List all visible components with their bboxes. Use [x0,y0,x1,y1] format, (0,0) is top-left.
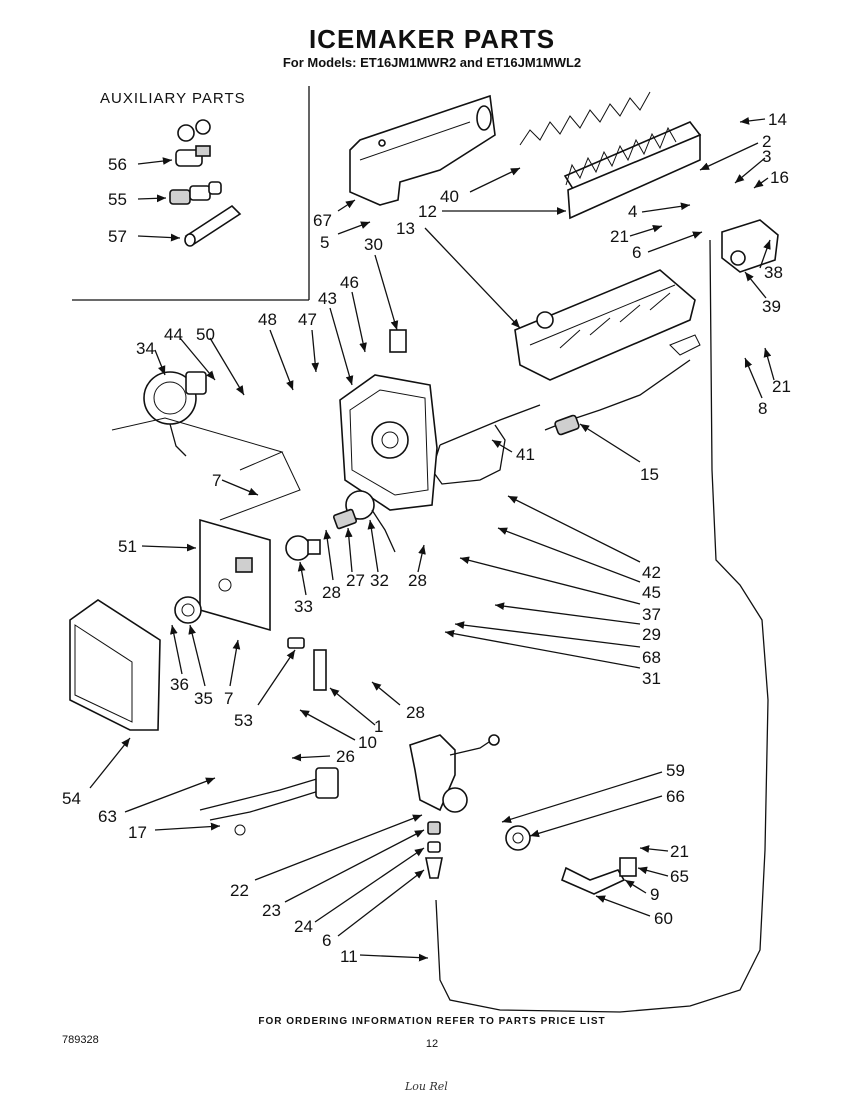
part-label: 60 [654,909,673,928]
housing-43 [339,374,438,511]
part-label: 28 [322,583,341,602]
part-label: 46 [340,273,359,292]
gear-33 [285,535,321,561]
part-label: 24 [294,917,313,936]
part-label: 37 [642,605,661,624]
part-label: 28 [408,571,427,590]
part-label: 21 [610,227,629,246]
part-label: 27 [346,571,365,590]
part-label: 44 [164,325,183,344]
wiring-lines [111,417,301,521]
part-label: 48 [258,310,277,329]
part-label: 8 [758,399,767,418]
fill-tube-60 [561,857,637,895]
part-label: 26 [336,747,355,766]
part-label: 10 [358,733,377,752]
cover-54 [69,599,161,731]
part-label: 59 [666,761,685,780]
leader-lines [89,117,775,962]
part-label: 63 [98,807,117,826]
part-number-labels: 56 55 57 67 5 30 13 40 12 14 2 3 16 4 21… [62,110,791,966]
part-label: 28 [406,703,425,722]
part-label: 3 [762,147,771,166]
part-label: 9 [650,885,659,904]
part-label: 7 [212,471,221,490]
shutoff-arm-53 [287,637,327,691]
part-label: 55 [108,190,127,209]
part-label: 5 [320,233,329,252]
part-label: 35 [194,689,213,708]
part-label: 54 [62,789,81,808]
part-label: 4 [628,202,637,221]
part-label: 34 [136,339,155,358]
ordering-note: FOR ORDERING INFORMATION REFER TO PARTS … [258,1016,606,1027]
water-valve-22 [409,734,500,813]
ice-mold-13 [514,269,701,381]
part-label: 1 [374,717,383,736]
part-label: 38 [764,263,783,282]
part-label: 14 [768,110,787,129]
page-number: 12 [425,1038,439,1050]
timing-gear-35 [174,596,202,624]
models-subtitle: For Models: ET16JM1MWR2 and ET16JM1MWL2 [282,55,582,70]
part-label: 13 [396,219,415,238]
part-label: 12 [418,202,437,221]
thermostat-15 [544,359,691,436]
part-label: 29 [642,625,661,644]
wiring-harness-17 [199,767,339,836]
motor-34 [143,371,207,457]
part-label: 17 [128,823,147,842]
part-label: 23 [262,901,281,920]
part-label: 2 [762,132,771,151]
part-label: 45 [642,583,661,602]
part-label: 30 [364,235,383,254]
part-label: 51 [118,537,137,556]
auxiliary-fitting-56 [175,119,211,167]
ice-stripper-12 [519,91,702,220]
mounting-bracket-67 [349,94,496,206]
water-tube [435,239,769,1013]
part-label: 11 [340,947,358,966]
part-label: 7 [224,689,233,708]
part-label: 50 [196,325,215,344]
part-label: 43 [318,289,337,308]
part-label: 6 [322,931,331,950]
grommet-66 [505,825,531,851]
fitting-23-24-6 [425,821,443,879]
part-label: 53 [234,711,253,730]
auxiliary-box-border [72,86,310,301]
part-label: 33 [294,597,313,616]
part-label: 40 [440,187,459,206]
part-label: 41 [516,445,535,464]
document-code: 789328 [62,1034,99,1046]
switch-30 [389,329,407,353]
bearing-38 [721,219,779,273]
part-label: 56 [108,155,127,174]
part-label: 42 [642,563,661,582]
part-label: 16 [770,168,789,187]
part-label: 15 [640,465,659,484]
part-label: 47 [298,310,317,329]
part-label: 57 [108,227,127,246]
part-label: 39 [762,297,781,316]
part-label: 65 [670,867,689,886]
part-label: 66 [666,787,685,806]
handwritten-note: Lou Rel [405,1080,448,1093]
page-title: ICEMAKER PARTS [308,24,556,54]
auxiliary-parts-heading: AUXILIARY PARTS [100,90,246,107]
part-label: 6 [632,243,641,262]
part-label: 67 [313,211,332,230]
part-label: 21 [772,377,791,396]
auxiliary-nut-55 [169,181,222,205]
part-label: 68 [642,648,661,667]
part-label: 21 [670,842,689,861]
part-label: 32 [370,571,389,590]
auxiliary-tube-57 [184,204,242,247]
support-plate-51 [199,518,271,632]
part-label: 36 [170,675,189,694]
part-label: 31 [642,669,661,688]
coupling-27 [332,508,358,530]
part-label: 22 [230,881,249,900]
